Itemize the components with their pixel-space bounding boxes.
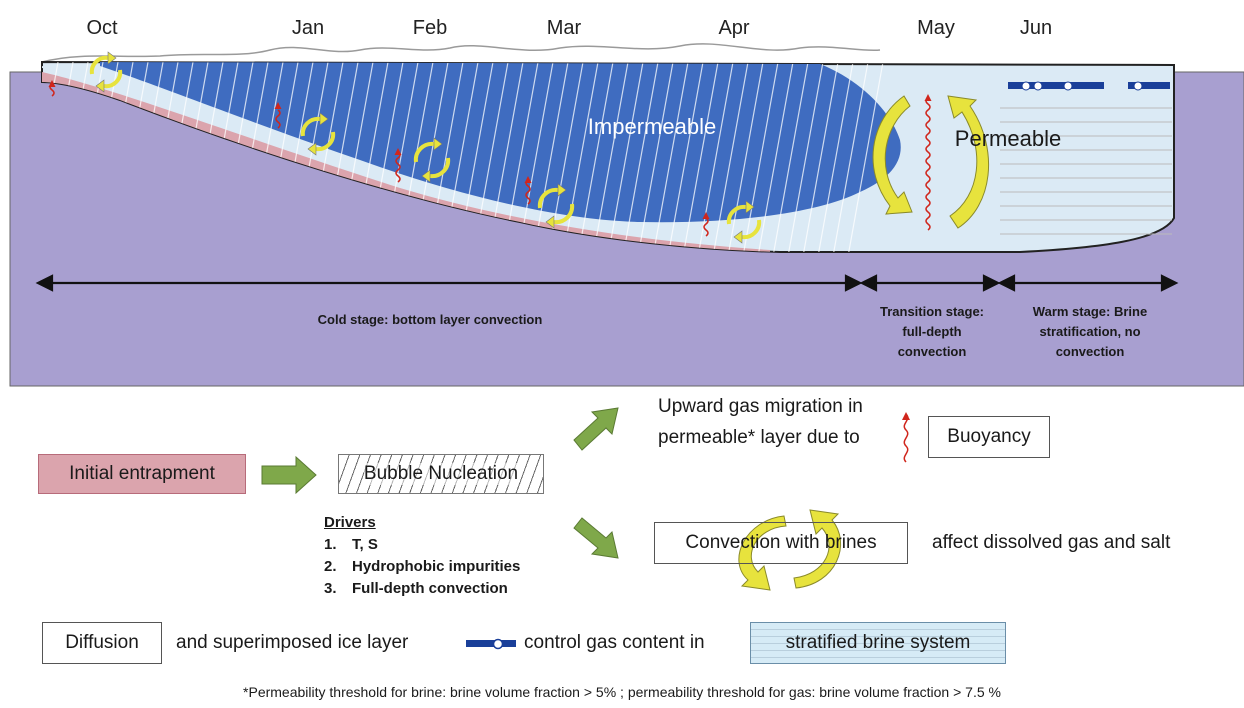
driver-item: 3.Full-depth convection [324, 580, 508, 597]
transition-stage-label: Transition stage: [880, 304, 984, 319]
warm-stage-label: convection [1056, 344, 1125, 359]
diffusion-label: Diffusion [65, 632, 139, 653]
month-label: Oct [86, 17, 118, 39]
green-process-arrows [261, 407, 619, 559]
convection-cell [726, 200, 762, 244]
superimposed-ice-icon [466, 638, 516, 650]
convection-box: Convection with brines [654, 522, 908, 564]
convection-cell [89, 51, 123, 93]
legend-convection-arrows [738, 509, 842, 591]
impermeable-ice-zone [100, 62, 901, 223]
upward-migration-line2: permeable* layer due to [658, 427, 860, 448]
convection-cell [537, 183, 575, 229]
impermeable-label: Impermeable [588, 114, 716, 139]
driver-item: 2.Hydrophobic impurities [324, 558, 521, 575]
cold-stage-label: Cold stage: bottom layer convection [318, 312, 543, 327]
convection-cell [413, 137, 451, 183]
control-text: control gas content in [524, 632, 705, 653]
convection-label: Convection with brines [685, 532, 877, 553]
month-label: Feb [413, 17, 447, 39]
bubble-nucleation-box: Bubble Nucleation [338, 454, 544, 494]
full-depth-convection-arrows [872, 95, 989, 229]
stratified-brine-box: stratified brine system [750, 622, 1006, 664]
legend-buoyancy-arrow-icon [902, 412, 910, 463]
warm-stage-label: Warm stage: Brine [1033, 304, 1147, 319]
stratified-brine-label: stratified brine system [785, 632, 971, 653]
buoyancy-label: Buoyancy [947, 426, 1031, 447]
drivers-list: Drivers 1.T, S 2.Hydrophobic impurities … [324, 512, 520, 600]
month-label: May [917, 17, 955, 39]
transition-stage-label: convection [898, 344, 967, 359]
snow-surface-line [41, 43, 881, 63]
brine-stratification-lines [1000, 107, 1172, 235]
convection-cell [300, 112, 336, 156]
buoyancy-box: Buoyancy [928, 416, 1050, 458]
bubble-nucleation-label: Bubble Nucleation [363, 463, 519, 485]
affect-text: affect dissolved gas and salt [932, 532, 1171, 553]
warm-stage-label: stratification, no [1039, 324, 1140, 339]
month-label: Mar [547, 17, 582, 39]
month-label: Jun [1020, 17, 1052, 39]
initial-entrapment-box: Initial entrapment [38, 454, 246, 494]
initial-entrapment-label: Initial entrapment [69, 463, 215, 484]
buoyancy-gas-arrows [48, 80, 932, 237]
superimposed-ice-layer [1008, 81, 1170, 91]
convection-cells [89, 51, 762, 244]
month-labels: Oct Jan Feb Mar Apr May Jun [86, 17, 1052, 39]
stage-labels: Cold stage: bottom layer convection Trans… [318, 304, 1148, 359]
stage-arrows [35, 274, 1179, 292]
upward-migration-line1: Upward gas migration in [658, 396, 863, 417]
footnote: *Permeability threshold for brine: brine… [243, 684, 1001, 700]
drivers-title: Drivers [324, 514, 376, 531]
month-label: Apr [718, 17, 749, 39]
month-label: Jan [292, 17, 324, 39]
diffusion-box: Diffusion [42, 622, 162, 664]
permeable-label: Permeable [955, 126, 1061, 151]
driver-item: 1.T, S [324, 536, 378, 553]
transition-stage-label: full-depth [902, 324, 961, 339]
superimposed-text: and superimposed ice layer [176, 632, 409, 653]
